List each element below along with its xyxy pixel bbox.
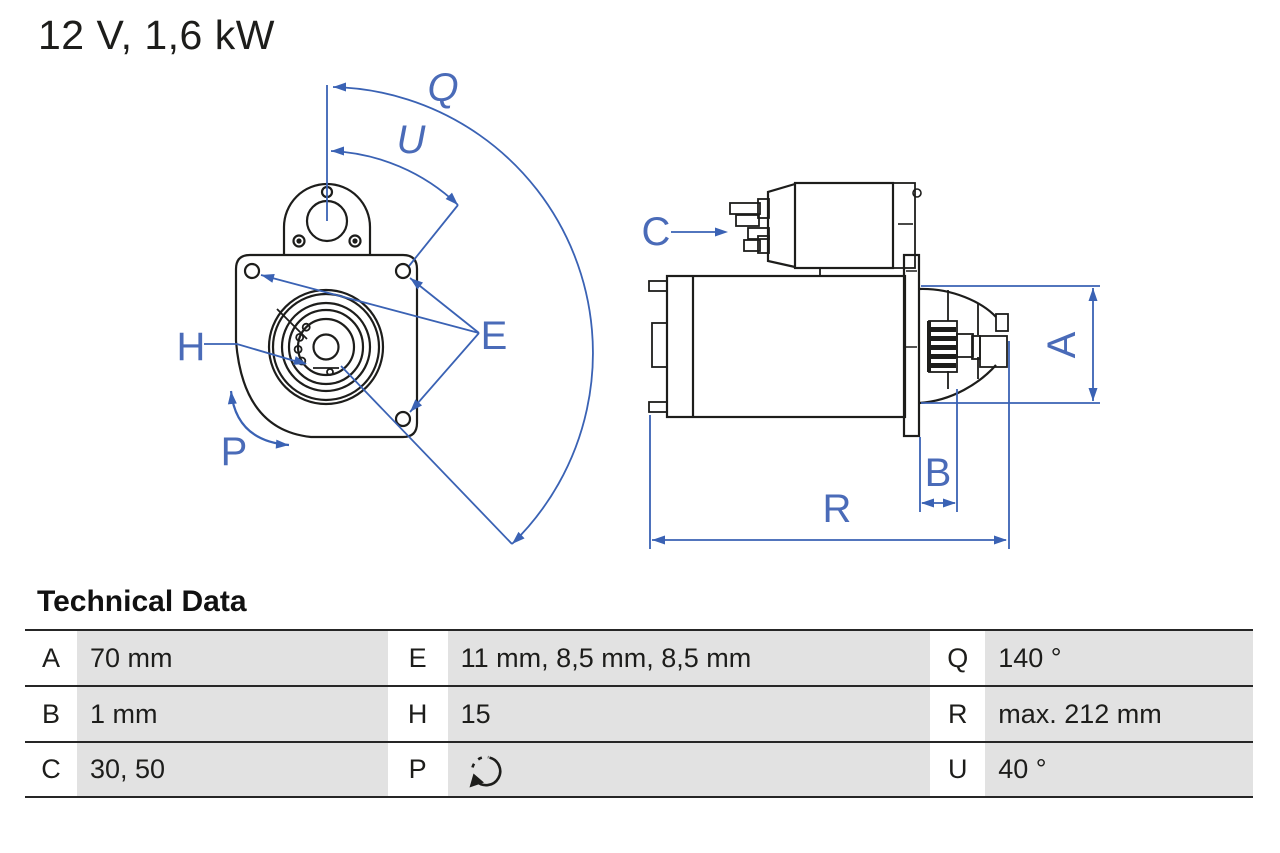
rotation-direction-icon [469,755,502,787]
param-value: max. 212 mm [985,687,1253,741]
param-label: A [25,631,77,685]
table-row: B 1 mm H 15 R max. 212 mm [25,687,1253,743]
param-label: H [387,687,448,741]
param-value: 70 mm [76,631,388,685]
param-label: B [25,687,77,741]
dimension-label-e: E [481,314,508,358]
param-value: 15 [447,687,931,741]
dimension-lines [204,85,1100,549]
dimension-label-h: H [177,325,206,369]
param-value: 140 ° [985,631,1253,685]
param-label: U [930,743,986,796]
table-row: A 70 mm E 11 mm, 8,5 mm, 8,5 mm Q 140 ° [25,631,1253,687]
param-value: 30, 50 [76,743,388,796]
param-label: P [387,743,448,796]
dimension-label-c: C [642,210,671,254]
dimension-label-b: B [925,451,952,495]
technical-data-heading: Technical Data [37,585,247,618]
technical-data-table: A 70 mm E 11 mm, 8,5 mm, 8,5 mm Q 140 ° … [25,629,1253,798]
param-value [447,743,931,796]
dimension-letters: Q U E H P C A B R [177,66,1084,531]
param-value: 1 mm [76,687,388,741]
param-value: 11 mm, 8,5 mm, 8,5 mm [447,631,931,685]
dimension-label-p: P [221,430,248,474]
product-spec-title: 12 V, 1,6 kW [38,12,275,58]
dimension-label-u: U [397,118,427,162]
param-label: E [387,631,448,685]
front-view-outline [234,182,419,439]
param-value: 40 ° [985,743,1253,796]
dimension-arrowheads [227,82,1098,545]
side-view-outline [648,181,1009,438]
param-label: R [930,687,986,741]
dimension-label-q: Q [427,66,458,110]
dimension-label-r: R [823,487,852,531]
table-row: C 30, 50 P U 40 ° [25,743,1253,798]
dimension-label-a: A [1040,331,1084,358]
param-label: C [25,743,77,796]
param-label: Q [930,631,986,685]
